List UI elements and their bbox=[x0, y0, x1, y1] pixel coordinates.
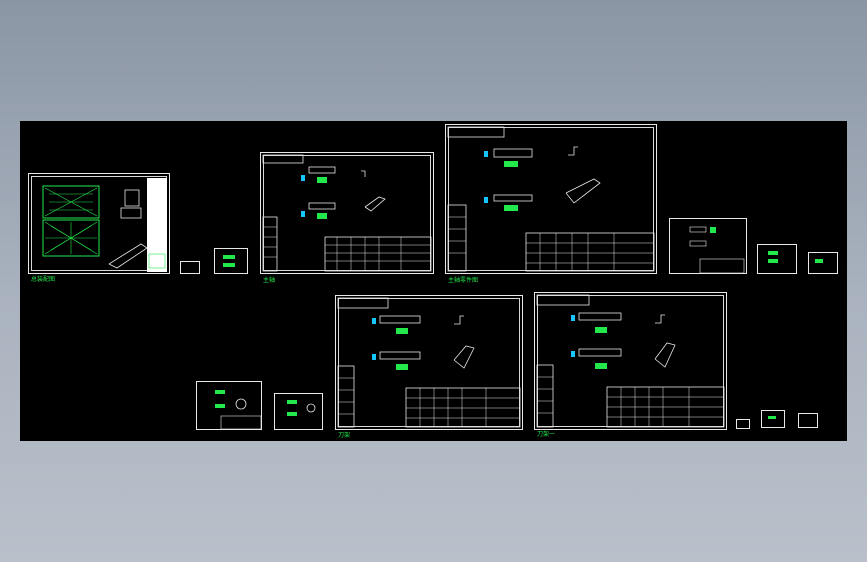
sheet-a-graphics bbox=[262, 154, 432, 272]
small-sheet-e-graphics bbox=[215, 390, 262, 430]
drawing-sheet-b[interactable]: 主轴零件图 bbox=[445, 124, 657, 284]
sheet-b-caption: 主轴零件图 bbox=[448, 277, 479, 284]
thumbnail-sheet-4[interactable] bbox=[757, 244, 797, 274]
tiny-sheet-i[interactable] bbox=[798, 413, 818, 428]
assembly-sheet-caption: 总装配图 bbox=[31, 276, 56, 283]
small-sheet-f[interactable] bbox=[274, 393, 323, 430]
sheet-a-caption: 主轴 bbox=[263, 277, 276, 284]
tiny-sheet-g[interactable] bbox=[736, 419, 750, 429]
sheet-c-graphics bbox=[337, 297, 521, 428]
sheet-d-caption: 刀架一 bbox=[537, 431, 556, 438]
small-sheet-f-graphics bbox=[287, 400, 316, 416]
thumbnail-sheet-2[interactable] bbox=[214, 248, 248, 274]
thumbnail-sheet-5[interactable] bbox=[808, 252, 838, 274]
cad-drawing-canvas[interactable]: 总装配图 bbox=[20, 121, 847, 441]
thumbnail-sheet-1[interactable] bbox=[180, 261, 200, 274]
drawing-sheet-c[interactable]: 刀架 bbox=[335, 295, 523, 439]
assembly-drawing-sheet[interactable]: 总装配图 bbox=[28, 173, 170, 283]
small-sheet-e[interactable] bbox=[196, 381, 262, 430]
tiny-sheet-h-graphics bbox=[768, 416, 776, 419]
drawing-sheet-d[interactable]: 刀架一 bbox=[534, 292, 727, 438]
drawing-sheet-a[interactable]: 主轴 bbox=[260, 152, 434, 284]
sheet-c-caption: 刀架 bbox=[338, 432, 351, 439]
thumbnail-2-graphics bbox=[223, 255, 235, 267]
thumbnail-5-graphics bbox=[815, 259, 823, 263]
thumbnail-3-graphics bbox=[689, 226, 745, 274]
tiny-sheet-h[interactable] bbox=[761, 410, 785, 428]
sheet-d-graphics bbox=[536, 294, 725, 428]
sheet-b-graphics bbox=[447, 126, 655, 272]
assembly-drawing-graphics bbox=[42, 178, 167, 272]
thumbnail-sheet-3[interactable] bbox=[669, 218, 747, 274]
thumbnail-4-graphics bbox=[768, 251, 778, 263]
